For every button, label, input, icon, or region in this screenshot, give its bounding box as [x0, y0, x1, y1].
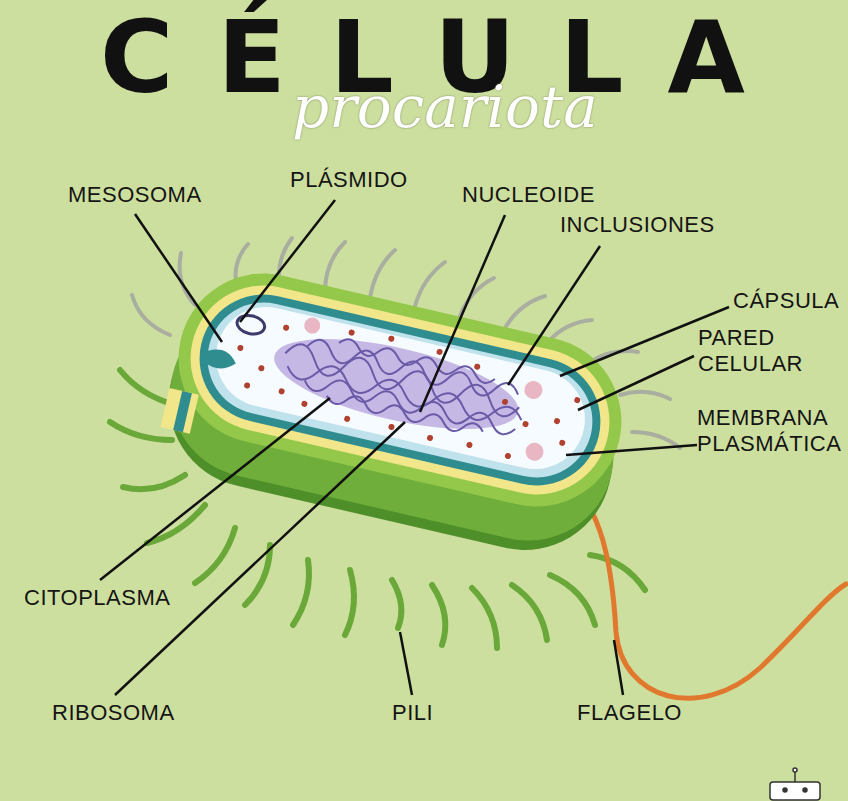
part-label: PLÁSMIDO	[290, 167, 408, 193]
part-label: PILI	[392, 700, 433, 726]
part-label: PARED CELULAR	[698, 325, 813, 378]
part-label: MEMBRANA PLASMÁTICA	[697, 405, 842, 458]
leader-lines	[100, 200, 729, 695]
part-label: INCLUSIONES	[560, 212, 715, 238]
part-label: MESOSOMA	[68, 182, 202, 208]
subtitle: procariota	[292, 78, 598, 136]
part-label: CITOPLASMA	[24, 585, 170, 611]
part-label: RIBOSOMA	[52, 700, 175, 726]
part-label: FLAGELO	[577, 700, 682, 726]
part-label: CÁPSULA	[733, 288, 839, 314]
part-label: NUCLEOIDE	[462, 182, 595, 208]
logo-icon	[770, 768, 820, 800]
cell-body	[152, 257, 639, 568]
